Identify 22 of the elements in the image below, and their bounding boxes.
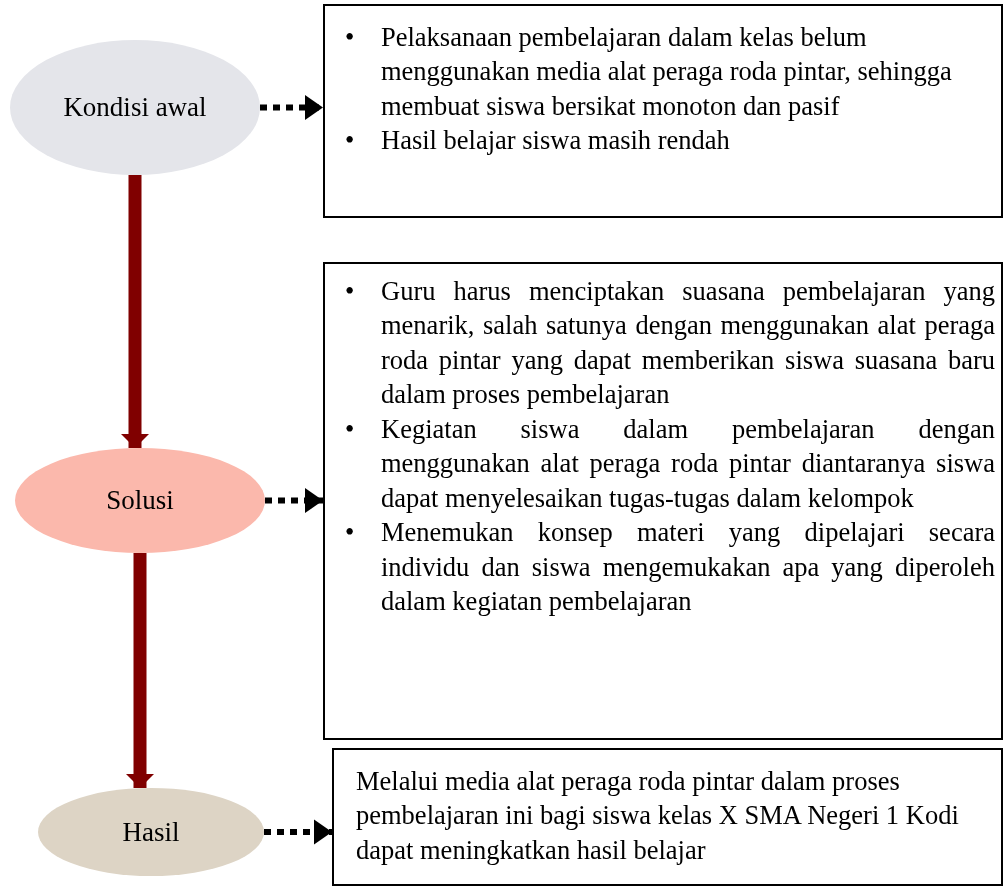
bullet-marker: • [345,412,356,446]
bullet-marker: • [345,124,356,158]
arrow [265,487,323,514]
bullet-item: Menemukan konsep materi yang dipelajari secara individu dan siswa mengemukakan apa yang diperoleh dalam kegiatan pembelajaran [381,516,995,618]
text-box [332,748,1003,886]
bullet-item: Pelaksanaan pembelajaran dalam kelas belum menggunakan media alat peraga roda pintar, sehingga membuat siswa bersikat monoton dan pasif [381,21,953,123]
bullet-item: Guru harus menciptakan suasana pembelajaran yang menarik, salah satunya dengan menggunakan alat peraga roda pintar yang dapat memberikan siswa suasana baru dalam proses pembelajaran [381,275,995,412]
arrow [264,819,332,845]
arrow [126,553,154,788]
node-label: Solusi [106,484,174,518]
bullet-item: Hasil belajar siswa masih rendah [381,124,731,158]
arrow [260,94,323,121]
node-label: Kondisi awal [63,91,207,125]
bullet-marker: • [345,275,356,308]
node-label: Hasil [122,815,180,849]
paragraph: Melalui media alat peraga roda pintar dalam proses pembelajaran ini bagi siswa kelas X SMA Negeri 1 Kodi dapat meningkatkan hasil belajar [355,765,960,867]
text-box [323,4,1003,218]
text-box [323,262,1003,740]
bullet-marker: • [345,516,356,550]
bullet-item: Kegiatan siswa dalam pembelajaran dengan menggunakan alat peraga roda pintar diantaranya siswa dapat menyelesaikan tugas-tugas dalam kelompok [381,412,995,515]
bullet-marker: • [345,21,356,54]
arrow [121,175,149,448]
